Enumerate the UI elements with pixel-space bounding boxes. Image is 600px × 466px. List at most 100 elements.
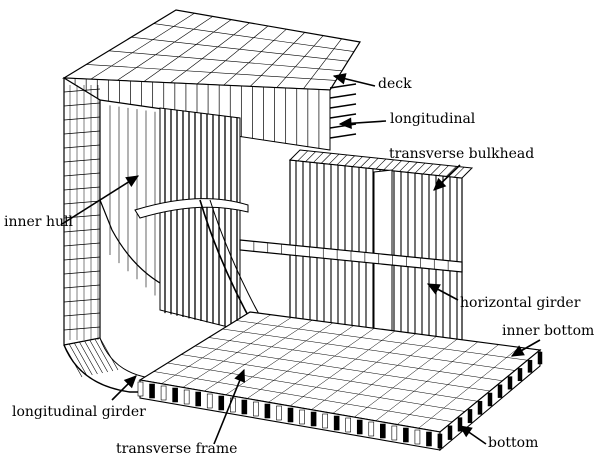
arrow-horizontal-girder — [426, 283, 459, 301]
bilge-shell — [63, 344, 140, 393]
inner-bottom-seam — [222, 328, 516, 371]
bulkhead-top-stiffener — [321, 153, 332, 164]
double-bottom-girder — [527, 359, 533, 373]
double-bottom-floor — [356, 419, 363, 435]
arrow-head — [433, 177, 447, 191]
deck-plate-seam — [196, 25, 269, 85]
arrow-head — [123, 375, 137, 389]
deck-longitudinal — [329, 83, 357, 89]
bilge-bracket — [99, 337, 119, 371]
double-bottom-girder — [457, 417, 463, 432]
arrow-head — [332, 73, 347, 85]
bulkhead-top-stiffener — [328, 153, 340, 165]
inner-bottom-seam — [181, 354, 478, 402]
double-bottom-floor — [183, 389, 190, 405]
double-bottom-girder — [437, 433, 443, 449]
deck-plate-seam — [303, 38, 342, 89]
double-bottom-floor — [299, 409, 305, 425]
bulkhead-top-stiffener — [352, 156, 363, 167]
bulkhead-top-stiffener — [375, 158, 387, 170]
label-horizontal-girder: horizontal girder — [460, 295, 581, 311]
centre-bulkhead — [159, 107, 241, 331]
arrow-bottom — [459, 425, 487, 445]
arrow-longitudinal-girder — [111, 375, 137, 401]
deck-plate-seam — [276, 35, 324, 88]
label-arrows — [61, 73, 541, 445]
deck-longitudinal — [329, 103, 357, 109]
bulkhead-top-stiffener — [344, 155, 355, 166]
hull-structure — [62, 9, 543, 452]
double-bottom-girder — [467, 409, 473, 424]
label-inner-hull: inner hull — [4, 214, 73, 230]
double-bottom-girder — [497, 384, 503, 398]
bilge-bracket — [94, 338, 114, 372]
deck-longitudinal — [329, 93, 357, 99]
double-bottom-floor — [276, 405, 282, 421]
label-inner-bottom: inner bottom — [502, 323, 595, 339]
bulkhead-top-stiffener — [305, 151, 316, 162]
double-bottom-floor — [241, 399, 248, 415]
arrow-transverse-bulkhead — [433, 164, 461, 191]
bulkhead-top-stiffener — [453, 166, 465, 178]
bilge-bracket — [79, 341, 98, 375]
bulkhead-top-stiffener — [313, 152, 324, 163]
double-bottom-girder — [477, 400, 483, 415]
double-bottom-floor — [253, 401, 259, 417]
double-bottom-floor — [345, 417, 351, 433]
bilge-bracket — [68, 343, 88, 377]
horizontal-web — [134, 198, 249, 219]
arrow-head — [459, 425, 473, 438]
double-bottom-girder — [507, 376, 513, 390]
bilge-inner — [99, 337, 151, 379]
bulkhead-top-stiffener — [430, 164, 441, 175]
double-bottom-girder — [487, 392, 493, 407]
label-longitudinal-girder: longitudinal girder — [12, 404, 146, 420]
arrow-head — [510, 345, 525, 357]
deck-plate-seam — [153, 23, 355, 52]
double-bottom-floor — [333, 415, 340, 431]
bulkhead-top-stiffener — [297, 150, 309, 162]
bilge-bracket — [84, 340, 103, 374]
double-bottom-girder — [537, 351, 543, 365]
deck-longitudinal — [329, 123, 357, 129]
inner-bottom-seam — [167, 362, 466, 412]
double-bottom-floor — [322, 413, 328, 429]
deck-plate — [62, 9, 361, 91]
double-bottom-floor — [264, 403, 271, 419]
label-bottom: bottom — [488, 435, 539, 451]
inner-bottom-seam — [236, 320, 528, 361]
deck-plate-seam — [143, 19, 232, 82]
label-longitudinal: longitudinal — [390, 111, 476, 127]
arrow-shaft — [213, 369, 245, 445]
arrow-head — [338, 117, 352, 130]
deck-plate-seam — [223, 28, 287, 86]
arrow-head — [125, 175, 140, 188]
arrow-inner-hull — [61, 175, 140, 225]
inner-bottom-seam — [208, 337, 503, 381]
deck-plate-seam — [90, 12, 195, 80]
double-bottom-floor — [368, 421, 375, 437]
double-bottom-floor — [426, 431, 432, 447]
arrow-head — [426, 283, 441, 295]
double-bottom-floor — [160, 385, 167, 401]
double-bottom-girder — [447, 425, 453, 440]
arrow-longitudinal — [338, 117, 387, 130]
deck-plate-seam — [131, 36, 349, 62]
inner-bottom-seam — [194, 345, 491, 392]
bulkhead-top-stiffener — [383, 159, 395, 171]
bulkhead-top-stiffener — [414, 162, 426, 174]
deck-longitudinal — [329, 113, 357, 119]
double-bottom-girder — [517, 368, 523, 382]
deck-longitudinal — [329, 133, 357, 139]
deck-plate-seam — [108, 50, 343, 72]
bilge-bracket — [74, 342, 93, 376]
double-bottom-floor — [414, 429, 421, 445]
double-bottom-floor — [218, 395, 225, 411]
bilge-bracket — [63, 344, 83, 378]
label-deck: deck — [378, 76, 412, 92]
deck-plate-seam — [86, 64, 337, 81]
double-bottom-floor — [149, 383, 155, 399]
bulkhead-top-stiffener — [399, 161, 410, 172]
bulkhead-top-stiffener — [360, 157, 371, 168]
